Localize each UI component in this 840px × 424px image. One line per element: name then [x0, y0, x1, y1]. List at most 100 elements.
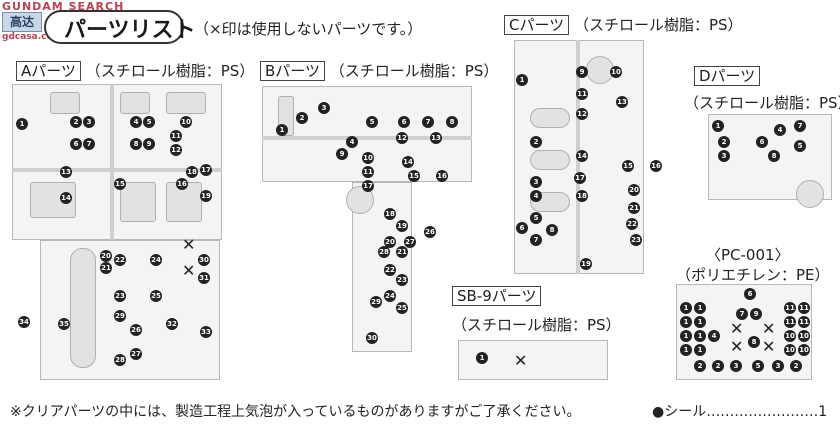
part-number: 11: [798, 302, 810, 314]
part-number: 1: [16, 118, 28, 130]
seal-count: ●シール……………………1: [652, 404, 828, 420]
part-number: 8: [130, 138, 142, 150]
section-b-material: （スチロール樹脂：PS）: [329, 62, 499, 80]
part-number: 5: [752, 360, 764, 372]
part-number: 13: [616, 96, 628, 108]
part-number: 32: [166, 318, 178, 330]
part-number: 1: [694, 344, 706, 356]
part-number: 7: [422, 116, 434, 128]
part-number: 5: [366, 116, 378, 128]
unused-mark: ✕: [762, 319, 776, 338]
part-number: 27: [404, 236, 416, 248]
part-number: 9: [336, 148, 348, 160]
part-number: 3: [730, 360, 742, 372]
part-number: 1: [680, 302, 692, 314]
part-number: 34: [18, 316, 30, 328]
unused-mark: ✕: [182, 261, 196, 280]
part-number: 1: [680, 330, 692, 342]
part-number: 10: [362, 152, 374, 164]
part-number: 21: [396, 246, 408, 258]
part-number: 1: [694, 302, 706, 314]
part-number: 8: [446, 116, 458, 128]
part-number: 12: [170, 144, 182, 156]
part-number: 26: [424, 226, 436, 238]
part-number: 12: [576, 108, 588, 120]
part-number: 4: [346, 136, 358, 148]
part-number: 7: [794, 120, 806, 132]
part-number: 3: [318, 102, 330, 114]
part-number: 18: [384, 208, 396, 220]
part-number: 19: [200, 190, 212, 202]
part-number: 20: [628, 184, 640, 196]
part-number: 6: [516, 222, 528, 234]
part-number: 1: [516, 74, 528, 86]
sprue-b-runner-h: [262, 136, 472, 140]
title-note: （×印は使用しないパーツです。）: [194, 20, 423, 38]
part-number: 2: [790, 360, 802, 372]
section-a-material: （スチロール樹脂：PS）: [85, 62, 255, 80]
part-number: 20: [384, 236, 396, 248]
part-number: 15: [622, 160, 634, 172]
section-sb9-name: SB-9パーツ: [452, 286, 542, 306]
part-number: 1: [680, 344, 692, 356]
part-number: 14: [576, 150, 588, 162]
part-number: 11: [362, 166, 374, 178]
part-number: 10: [784, 330, 796, 342]
sprue-a-runner-v: [110, 84, 114, 240]
part-number: 6: [398, 116, 410, 128]
part-number: 10: [798, 330, 810, 342]
sprue-a-piece: [120, 182, 156, 222]
part-number: 6: [756, 136, 768, 148]
part-number: 23: [630, 234, 642, 246]
part-number: 21: [628, 202, 640, 214]
part-number: 21: [100, 262, 112, 274]
section-pc-material: （ポリエチレン：PE）: [676, 266, 830, 284]
part-number: 8: [546, 224, 558, 236]
part-number: 4: [774, 124, 786, 136]
part-number: 1: [680, 316, 692, 328]
part-number: 30: [366, 332, 378, 344]
section-c-material: （スチロール樹脂：PS）: [573, 16, 743, 34]
part-number: 24: [384, 290, 396, 302]
part-number: 27: [130, 348, 142, 360]
unused-mark: ✕: [514, 351, 528, 370]
part-number: 19: [396, 220, 408, 232]
section-b-label: Bパーツ （スチロール樹脂：PS）: [260, 60, 498, 81]
part-number: 26: [130, 324, 142, 336]
part-number: 20: [100, 250, 112, 262]
part-number: 16: [176, 178, 188, 190]
part-number: 5: [530, 212, 542, 224]
part-number: 30: [198, 254, 210, 266]
section-c-name: Cパーツ: [504, 15, 570, 35]
part-number: 7: [530, 234, 542, 246]
section-c-label: Cパーツ （スチロール樹脂：PS）: [504, 14, 743, 35]
part-number: 28: [378, 246, 390, 258]
part-number: 33: [200, 326, 212, 338]
part-number: 25: [396, 302, 408, 314]
part-number: 7: [83, 138, 95, 150]
part-number: 9: [750, 308, 762, 320]
part-number: 17: [200, 164, 212, 176]
sprue-a-piece-long: [70, 248, 96, 368]
part-number: 12: [396, 132, 408, 144]
part-number: 1: [694, 330, 706, 342]
watermark-logo: 高达: [2, 12, 42, 32]
part-number: 10: [798, 344, 810, 356]
sprue-a-piece: [120, 92, 150, 114]
part-number: 2: [530, 136, 542, 148]
part-number: 15: [114, 178, 126, 190]
part-number: 9: [143, 138, 155, 150]
part-number: 10: [180, 116, 192, 128]
part-number: 3: [718, 150, 730, 162]
part-number: 3: [772, 360, 784, 372]
part-number: 1: [694, 316, 706, 328]
section-d-material: （スチロール樹脂：PS）: [684, 94, 840, 112]
part-number: 13: [60, 166, 72, 178]
unused-mark: ✕: [730, 337, 744, 356]
part-number: 2: [712, 360, 724, 372]
part-number: 13: [430, 132, 442, 144]
sprue-d-piece-round: [796, 180, 824, 208]
unused-mark: ✕: [182, 235, 196, 254]
part-number: 16: [650, 160, 662, 172]
sprue-a-piece: [166, 92, 206, 114]
